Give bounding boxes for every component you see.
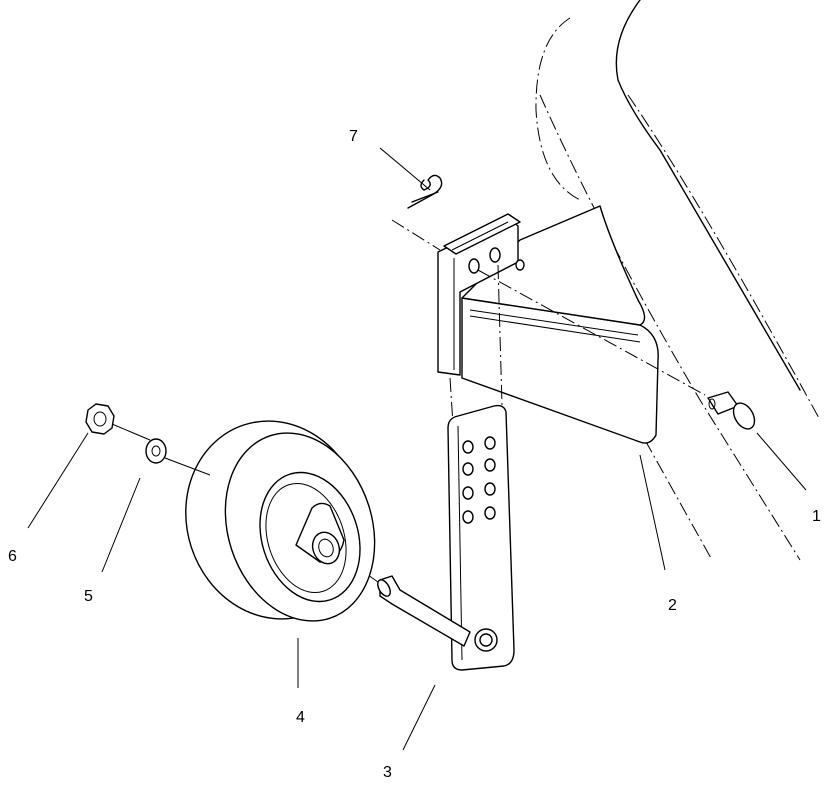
callout-7: 7 bbox=[349, 128, 358, 145]
callout-2: 2 bbox=[668, 597, 677, 614]
callout-3: 3 bbox=[383, 764, 392, 781]
lock-nut bbox=[85, 403, 151, 441]
hairpin-cotter bbox=[391, 174, 443, 251]
caster-wheel bbox=[185, 420, 379, 622]
caster-bracket bbox=[437, 205, 659, 444]
adjustment-holes bbox=[462, 436, 496, 524]
callout-5: 5 bbox=[84, 588, 93, 605]
leader-lines bbox=[27, 147, 807, 751]
callout-4: 4 bbox=[296, 709, 305, 726]
caster-arm bbox=[377, 264, 515, 671]
flat-washer bbox=[145, 438, 211, 476]
callout-6: 6 bbox=[8, 548, 17, 565]
callout-1: 1 bbox=[812, 508, 821, 525]
clevis-pin bbox=[477, 269, 756, 430]
